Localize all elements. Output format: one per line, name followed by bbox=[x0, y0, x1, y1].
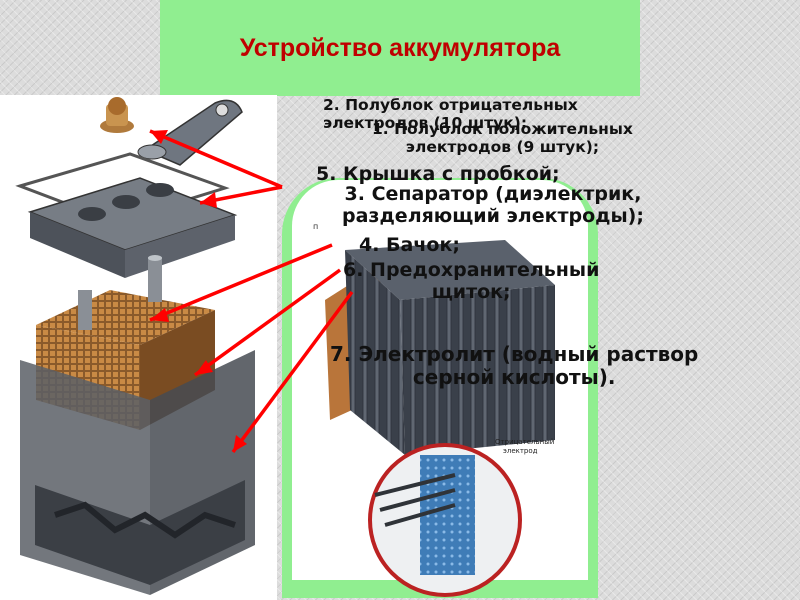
label-7-line1: 7. Электролит (водный раствор bbox=[330, 343, 698, 366]
label-3-line1: 3. Сепаратор (диэлектрик, bbox=[342, 184, 644, 206]
lid-illustration bbox=[20, 154, 235, 278]
label-4-line1: 4. Бачок; bbox=[359, 235, 460, 257]
screw-cap-illustration bbox=[100, 97, 134, 133]
arrow-to-separator bbox=[195, 270, 340, 375]
label-7-line2: серной кислоты). bbox=[330, 366, 698, 389]
label-positive-half-block: 1. Полублок положительных электродов (9 … bbox=[372, 121, 633, 157]
negative-electrode-inset bbox=[370, 445, 520, 595]
photo-small-letter: п bbox=[313, 222, 318, 231]
label-tank: 4. Бачок; bbox=[359, 235, 460, 257]
label-1-line1: 1. Полублок положительных bbox=[372, 121, 633, 139]
label-1-line2: электродов (9 штук); bbox=[372, 139, 633, 157]
label-6-line1: 6. Предохранительный bbox=[343, 260, 599, 282]
label-3-line2: разделяющий электроды); bbox=[342, 206, 644, 228]
inset-caption-line2: электрод bbox=[503, 447, 538, 455]
label-6-line2: щиток; bbox=[343, 282, 599, 304]
label-2-line1: 2. Полублок отрицательных bbox=[323, 97, 578, 115]
label-electrolyte: 7. Электролит (водный раствор серной кис… bbox=[330, 343, 698, 389]
label-safety-shield: 6. Предохранительный щиток; bbox=[343, 260, 599, 304]
inset-caption-line1: Отрицательный bbox=[495, 438, 554, 446]
label-separator: 3. Сепаратор (диэлектрик, разделяющий эл… bbox=[342, 184, 644, 228]
